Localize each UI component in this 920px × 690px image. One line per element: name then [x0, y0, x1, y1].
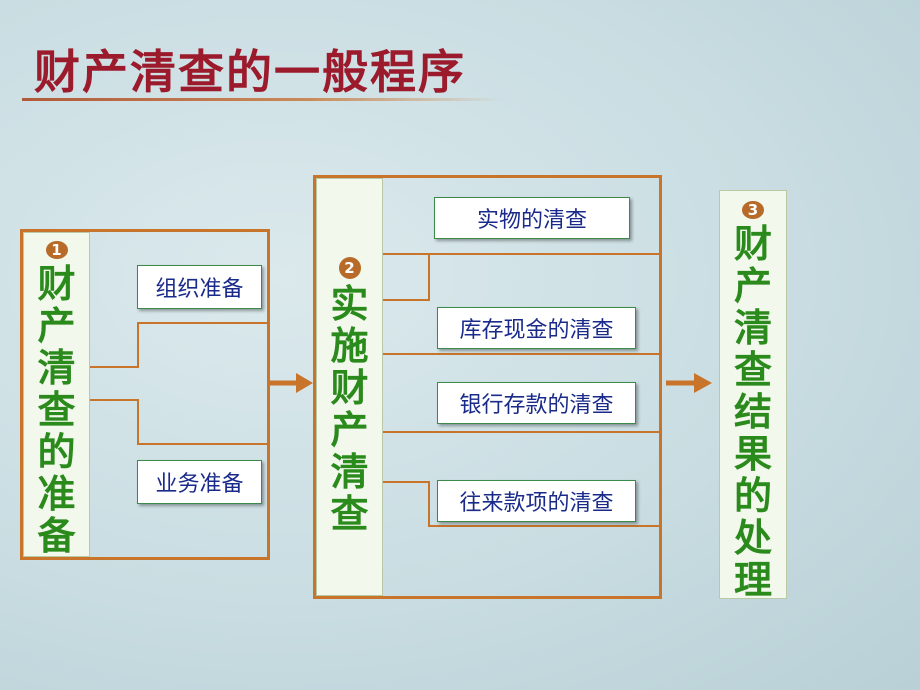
step1-item-business: 业务准备 — [137, 460, 262, 504]
step3-label-panel: 3 财产清查结果的处理 — [719, 190, 787, 601]
arrow-step1-to-step2 — [270, 373, 313, 393]
title-underline — [22, 98, 502, 101]
step1-connector — [137, 443, 267, 445]
title-char: 准 — [37, 471, 76, 516]
step2-connector — [383, 431, 659, 433]
step3-number-badge: 3 — [742, 201, 764, 219]
title-char: 施 — [330, 323, 369, 368]
step2-frame — [313, 175, 662, 599]
step1-connector — [137, 399, 139, 445]
step3-title: 财产清查结果的处理 — [734, 223, 772, 601]
title-char: 的 — [733, 473, 772, 518]
title-char: 理 — [733, 557, 772, 602]
title-char: 财 — [37, 261, 76, 306]
step2-connector — [428, 525, 659, 527]
step2-label-panel: 2 实施财产清查 — [316, 178, 383, 596]
step1-number-badge: 1 — [45, 241, 68, 259]
title-char: 财 — [330, 365, 369, 410]
step2-connector — [383, 253, 659, 255]
step1-item-organization: 组织准备 — [137, 265, 262, 309]
step2-connector — [428, 253, 430, 301]
title-char: 查 — [37, 387, 76, 432]
page-title: 财产清查的一般程序 — [34, 45, 466, 99]
title-char: 查 — [733, 347, 772, 392]
step1-connector — [90, 399, 138, 401]
title-char: 产 — [37, 303, 76, 348]
step2-item-receivables: 往来款项的清查 — [437, 480, 636, 522]
step1-connector — [90, 366, 138, 368]
step2-item-bank: 银行存款的清查 — [437, 382, 636, 424]
title-char: 备 — [37, 513, 76, 558]
title-char: 果 — [733, 431, 772, 476]
title-char: 财 — [733, 221, 772, 266]
step2-item-physical: 实物的清查 — [434, 197, 630, 239]
arrow-step2-to-step3 — [666, 373, 712, 393]
title-char: 的 — [37, 429, 76, 474]
step2-connector — [383, 481, 430, 483]
step2-item-cash: 库存现金的清查 — [437, 307, 636, 349]
title-char: 实 — [330, 281, 369, 326]
title-char: 清 — [733, 305, 772, 350]
title-char: 查 — [330, 491, 369, 536]
title-char: 清 — [37, 345, 76, 390]
step1-title: 财产清查的准备 — [37, 263, 75, 557]
step2-connector — [383, 299, 430, 301]
title-char: 产 — [733, 263, 772, 308]
step2-connector — [428, 481, 430, 527]
step2-title: 实施财产清查 — [330, 283, 368, 535]
step1-connector — [137, 322, 267, 324]
step1-label-panel: 1 财产清查的准备 — [23, 232, 90, 557]
title-char: 处 — [733, 515, 772, 560]
step2-number-badge: 2 — [338, 257, 361, 279]
step1-connector — [137, 322, 139, 368]
step1-frame — [20, 229, 270, 560]
step2-connector — [383, 353, 659, 355]
title-char: 清 — [330, 449, 369, 494]
title-char: 结 — [733, 389, 772, 434]
title-char: 产 — [330, 407, 369, 452]
